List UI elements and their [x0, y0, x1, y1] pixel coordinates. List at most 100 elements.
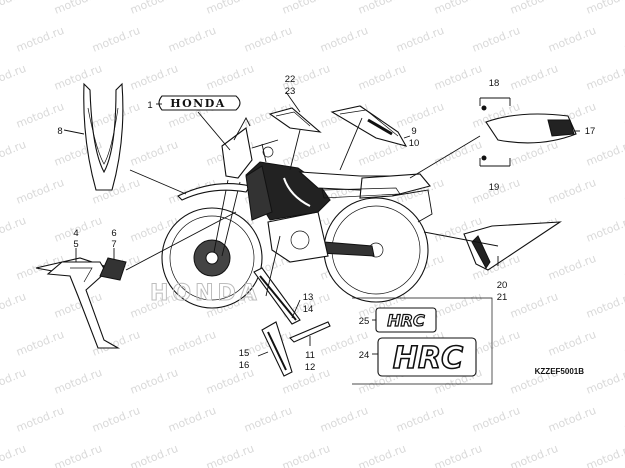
watermark-text: motod.ru [14, 24, 66, 55]
callout-6: 6 [111, 228, 116, 239]
watermark-text: motod.ru [394, 100, 446, 131]
watermark-text: motod.ru [546, 404, 598, 435]
watermark-text: motod.ru [280, 442, 332, 468]
watermark-text: motod.ru [432, 138, 484, 169]
watermark-text: motod.ru [204, 0, 256, 17]
part-4-5-shroud-decal [35, 257, 121, 349]
callout-1: 1 [147, 100, 152, 111]
bike-shroud [245, 165, 273, 221]
windscreen [233, 117, 251, 141]
watermark-text: motod.ru [394, 24, 446, 55]
watermark-text: motod.ru [0, 442, 28, 468]
watermark-text: motod.ru [14, 328, 66, 359]
watermark-text: motod.ru [128, 0, 180, 17]
watermark-text: motod.ru [584, 290, 625, 321]
background-honda-outline: HONDA [150, 281, 261, 306]
hrc-large-text: HRC [393, 341, 463, 376]
callout-numbers: 1 8 22 23 9 10 18 17 19 4 5 6 7 20 21 13… [57, 74, 595, 373]
watermark-text: motod.ru [356, 0, 408, 17]
part-11-12-strip [289, 321, 331, 343]
watermark-text: motod.ru [128, 138, 180, 169]
callout-24: 24 [359, 350, 370, 361]
watermark-text: motod.ru [0, 0, 28, 17]
callout-17: 17 [585, 126, 596, 137]
watermark-text: motod.ru [584, 0, 625, 17]
exhaust [321, 187, 401, 199]
watermark-text: motod.ru [128, 366, 180, 397]
watermark-text: motod.ru [318, 404, 370, 435]
part-22-23-tank-decal [268, 107, 322, 133]
watermark-text: motod.ru [546, 328, 598, 359]
watermark-text: motod.ru [584, 138, 625, 169]
watermark-text: motod.ru [14, 176, 66, 207]
watermark-text: motod.ru [470, 328, 522, 359]
front-fork [213, 179, 241, 257]
watermark-text: motod.ru [356, 62, 408, 93]
watermark-text: motod.ru [166, 404, 218, 435]
watermark-text: motod.ru [52, 366, 104, 397]
callout-14: 14 [303, 304, 314, 315]
watermark-text: motod.ru [128, 62, 180, 93]
watermark-text: motod.ru [394, 404, 446, 435]
hrc-stickers: HRC HRC [352, 297, 493, 385]
front-fender [177, 183, 251, 201]
watermark-text: motod.ru [14, 404, 66, 435]
watermark-text: motod.ru [584, 442, 625, 468]
callout-7: 7 [111, 239, 116, 250]
watermark-text: motod.ru [508, 442, 560, 468]
watermark-text: motod.ru [0, 290, 28, 321]
callout-15: 15 [239, 348, 250, 359]
callout-16: 16 [239, 360, 250, 371]
callout-18: 18 [489, 78, 500, 89]
callout-9: 9 [411, 126, 416, 137]
watermark-text: motod.ru [432, 290, 484, 321]
front-hub [205, 251, 219, 265]
watermark-text: motod.ru [242, 24, 294, 55]
watermark-text: motod.ru [546, 252, 598, 283]
headlight-cowl [221, 127, 253, 179]
tank-stripe [283, 177, 311, 207]
watermark-text: motod.ru [584, 214, 625, 245]
watermark-text: motod.ru [0, 366, 28, 397]
callout-8: 8 [57, 126, 62, 137]
leader-lines [63, 91, 580, 357]
handlebar [251, 139, 279, 163]
part-13-14-fork-decal [253, 267, 301, 325]
watermark-text: motod.ru [242, 404, 294, 435]
watermark-text: motod.ru [204, 62, 256, 93]
watermark-text: motod.ru [280, 0, 332, 17]
watermark-text: motod.ru [204, 442, 256, 468]
part-17-rear-fender [481, 105, 577, 161]
diagram-code: KZZEF5001B [535, 367, 585, 376]
callout-4: 4 [73, 228, 78, 239]
honda-emblem-text: HONDA [170, 97, 226, 110]
rear-fender-bracket [391, 189, 433, 223]
watermark-text: motod.ru [52, 442, 104, 468]
watermark-text: motod.ru [584, 62, 625, 93]
watermark-text: motod.ru [432, 0, 484, 17]
part-9-10-side-cover-decal [330, 105, 408, 147]
callout-11: 11 [305, 350, 315, 361]
watermark-text: motod.ru [90, 404, 142, 435]
watermark-text: motod.ru [432, 442, 484, 468]
callout-25: 25 [359, 316, 370, 327]
part-8-front-fender-decal [83, 82, 124, 191]
callout-21: 21 [497, 292, 508, 303]
watermark-text: motod.ru [52, 62, 104, 93]
rear-side-cover [359, 173, 431, 199]
watermark-text: motod.ru [508, 0, 560, 17]
callout-22: 22 [285, 74, 296, 85]
part-20-21-side-decal [463, 221, 562, 271]
callout-23: 23 [285, 86, 296, 97]
watermark-text: motod.ru [128, 442, 180, 468]
callout-5: 5 [73, 239, 78, 250]
part-6-7-decal [99, 257, 127, 281]
callout-19: 19 [489, 182, 500, 193]
watermark-text: motod.ru [280, 138, 332, 169]
engine [267, 211, 329, 263]
watermark-text: motod.ru [318, 24, 370, 55]
part-15-16-fork-guard-decal [261, 321, 293, 377]
front-wheel-rim [169, 215, 255, 301]
